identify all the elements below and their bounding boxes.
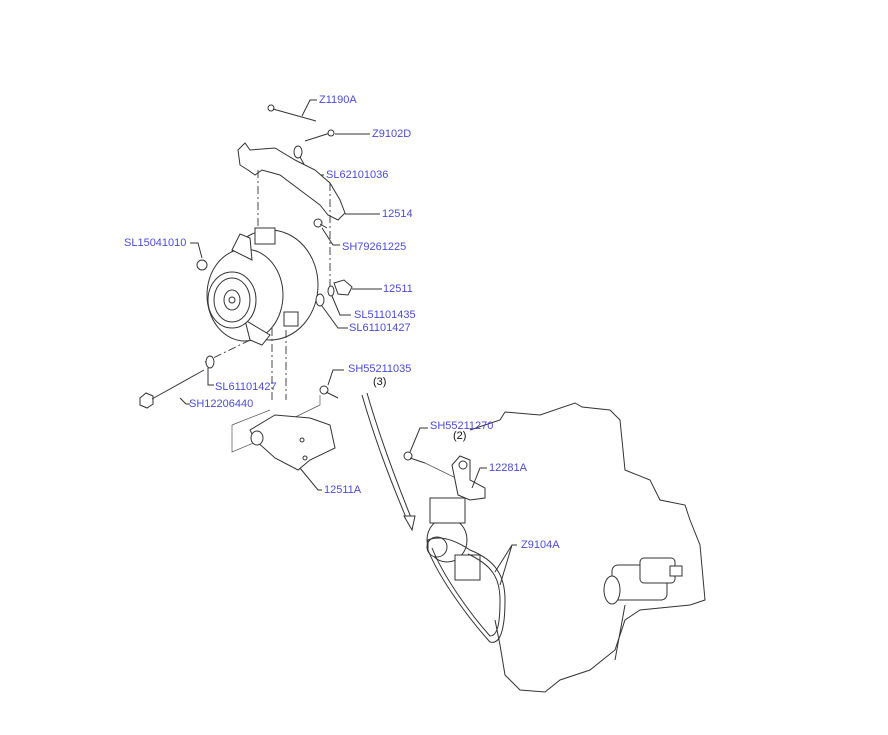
engine-block-outline — [469, 402, 706, 693]
part-label-z9102d[interactable]: Z9102D — [372, 128, 412, 140]
part-label-sh79261225[interactable]: SH79261225 — [342, 241, 407, 253]
part-label-12514[interactable]: 12514 — [382, 208, 413, 220]
part-label-z1190a[interactable]: Z1190A — [319, 94, 357, 106]
alternator — [206, 227, 319, 346]
bracket-12511a — [249, 414, 336, 471]
washer-sl61101427-right — [315, 293, 325, 307]
part-label-sh55211035[interactable]: SH55211035 — [348, 363, 412, 375]
bracket-12281a — [451, 455, 486, 501]
part-label-12281a[interactable]: 12281A — [489, 462, 527, 474]
bolt-z9102d — [304, 129, 335, 142]
starter-motor — [603, 557, 683, 605]
part-label-z9104a[interactable]: Z9104A — [521, 539, 560, 551]
long-bolt-z1190a — [267, 104, 317, 122]
part-label-12511[interactable]: 12511 — [383, 283, 413, 295]
part-label-sl62101036[interactable]: SL62101036 — [326, 169, 389, 181]
part-label-sl51101435[interactable]: SL51101435 — [354, 309, 416, 321]
part-label-sh55211270[interactable]: SH55211270 — [430, 420, 494, 432]
nut-12511 — [333, 279, 353, 296]
part-label-sl61101427-right[interactable]: SL61101427 — [349, 322, 411, 334]
quantity-sh55211270: (2) — [453, 430, 467, 442]
bracket-12514 — [237, 142, 346, 221]
washer-sl61101427-left — [205, 355, 215, 369]
part-label-sl15041010[interactable]: SL15041010 — [124, 237, 187, 249]
bolt-sh55211270 — [403, 451, 426, 464]
washer-sl62101036 — [293, 145, 303, 159]
bolt-sh79261225 — [313, 218, 328, 229]
part-label-sh12206440[interactable]: SH12206440 — [189, 398, 254, 410]
installed-alternator — [426, 497, 481, 581]
washer-sl51101435 — [327, 285, 335, 297]
assembly-arrow — [361, 394, 409, 523]
part-label-12511a[interactable]: 12511A — [324, 484, 362, 496]
part-label-sl61101427-left[interactable]: SL61101427 — [215, 381, 277, 393]
belt-z9104a — [427, 537, 506, 643]
long-bolt-sh12206440 — [139, 369, 205, 409]
nut-sl15041010 — [196, 259, 208, 271]
quantity-sh55211035: (3) — [373, 376, 387, 388]
bolt-sh55211035 — [319, 385, 339, 399]
